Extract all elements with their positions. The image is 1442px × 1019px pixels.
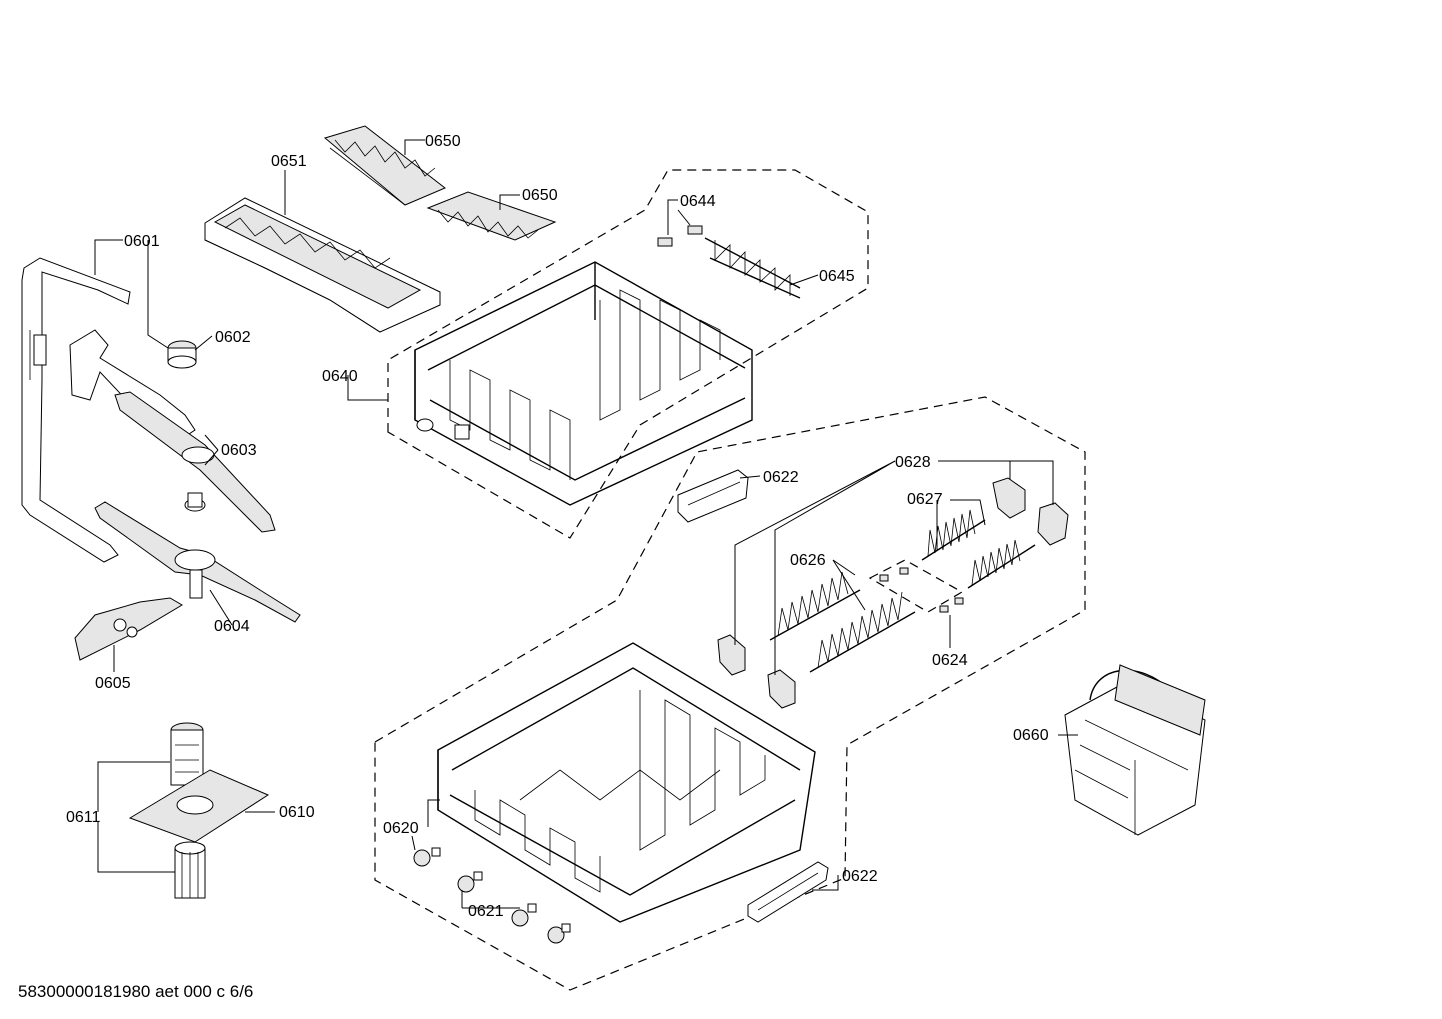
label-0605: 0605 xyxy=(95,675,131,692)
label-0620: 0620 xyxy=(383,820,419,837)
label-0624: 0624 xyxy=(932,652,968,669)
cutlery-drawer-part xyxy=(204,197,441,333)
lower-spray-arm-part xyxy=(94,501,301,623)
cutlery-basket-part xyxy=(1064,664,1206,836)
connector-part xyxy=(167,340,197,369)
filter-plate-part xyxy=(74,597,183,661)
label-0603: 0603 xyxy=(221,442,257,459)
handle-top-part xyxy=(677,469,749,523)
tine-row-upper-part xyxy=(921,509,1036,589)
cutlery-tray-mid-part xyxy=(426,191,557,241)
label-0622-top: 0622 xyxy=(763,469,799,486)
document-id: 58300000181980 aet 000 c 6/6 xyxy=(18,982,253,1001)
label-0650-top: 0650 xyxy=(425,133,461,150)
label-0611: 0611 xyxy=(66,809,101,826)
rack-insert-part xyxy=(704,237,801,299)
basket-wheels-part xyxy=(413,847,571,944)
lower-basket-group-outline xyxy=(374,396,1086,991)
label-0602: 0602 xyxy=(215,329,251,346)
label-0645: 0645 xyxy=(819,268,855,285)
upper-basket-group-outline xyxy=(387,169,869,539)
label-0650-mid: 0650 xyxy=(522,187,558,204)
upper-spray-arm-part xyxy=(69,329,276,533)
label-0626: 0626 xyxy=(790,552,826,569)
small-clip-set-part xyxy=(868,559,964,613)
label-0651: 0651 xyxy=(271,153,307,170)
label-0627: 0627 xyxy=(907,491,943,508)
label-0621: 0621 xyxy=(468,903,504,920)
handle-bottom-part xyxy=(747,861,829,923)
filter-assembly-part xyxy=(128,722,270,899)
label-0622-bottom: 0622 xyxy=(842,868,878,885)
label-0601: 0601 xyxy=(124,233,160,250)
label-0640: 0640 xyxy=(322,368,358,385)
cutlery-tray-top-part xyxy=(323,125,446,206)
clip-part xyxy=(657,225,703,247)
label-0644: 0644 xyxy=(680,193,716,210)
leader-lines xyxy=(94,139,1078,909)
label-0610: 0610 xyxy=(279,804,315,821)
tine-row-lower-part xyxy=(717,571,916,709)
upper-basket-part xyxy=(414,261,753,506)
lower-basket-part xyxy=(437,642,816,923)
label-0660: 0660 xyxy=(1013,727,1049,744)
label-0628: 0628 xyxy=(895,454,931,471)
clip-pair-part xyxy=(992,477,1069,546)
label-0604: 0604 xyxy=(214,618,250,635)
supply-pipe-part xyxy=(21,257,131,563)
